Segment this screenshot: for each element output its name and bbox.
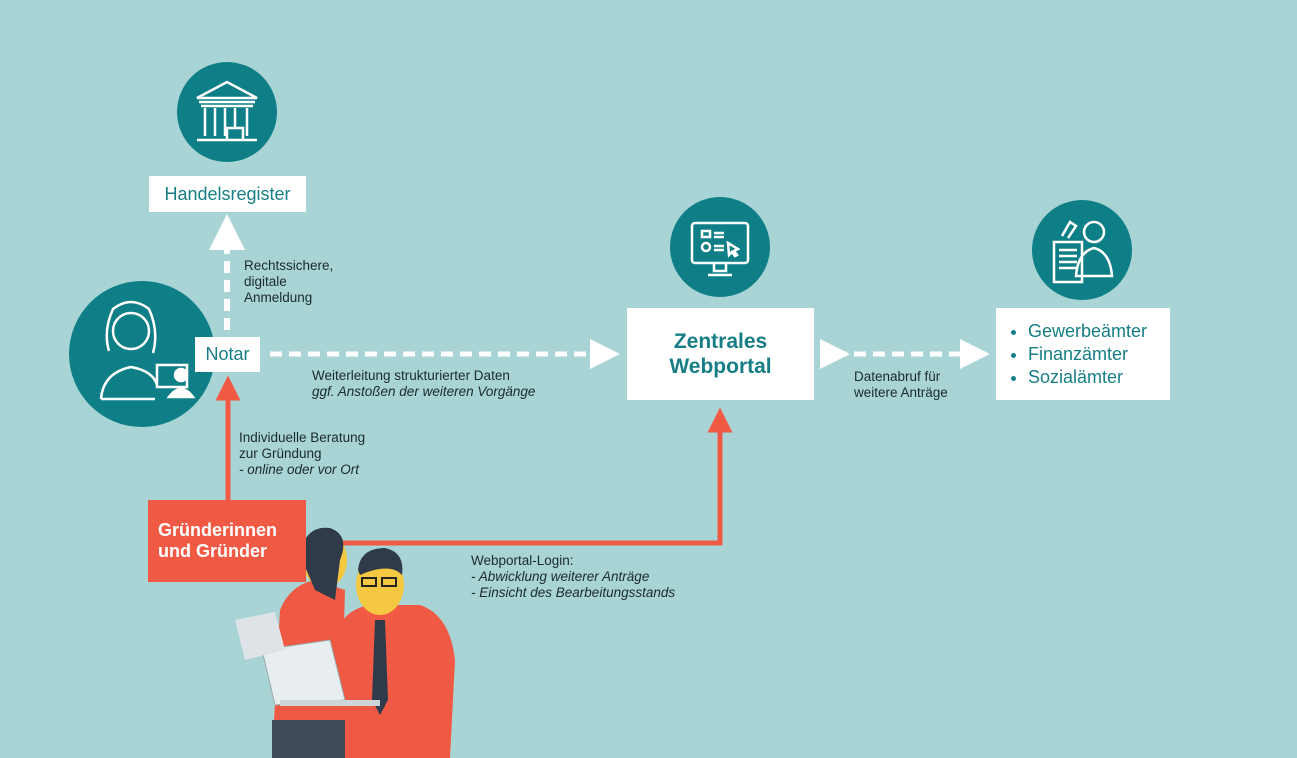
label-line: Rechtssichere, xyxy=(244,258,334,273)
weiterleitung-label: Weiterleitung strukturierter Daten ggf. … xyxy=(312,368,535,400)
label-line: Individuelle Beratung xyxy=(239,430,366,445)
label-line: Datenabruf für xyxy=(854,369,941,384)
label-line: ggf. Anstoßen der weiteren Vorgänge xyxy=(312,384,536,399)
label-line: - Einsicht des Bearbeitungsstands xyxy=(471,585,676,600)
notar-box: Notar xyxy=(195,337,260,372)
monitor-icon xyxy=(670,197,770,297)
webportal-box: Zentrales Webportal xyxy=(627,308,814,400)
notary-icon xyxy=(69,281,215,427)
label-line: - online oder vor Ort xyxy=(239,462,360,477)
official-stamp-icon xyxy=(1032,200,1132,300)
label-line: - Abwicklung weiterer Anträge xyxy=(471,569,650,584)
aemter-item: Finanzämter xyxy=(1028,343,1147,366)
label-line: zur Gründung xyxy=(239,446,322,461)
aemter-box: Gewerbeämter Finanzämter Sozialämter xyxy=(996,308,1170,400)
webportal-line: Webportal xyxy=(669,355,772,378)
gruender-line: und Gründer xyxy=(158,541,267,561)
arrow-gruender-to-webportal xyxy=(306,407,733,546)
datenabruf-label: Datenabruf für weitere Anträge xyxy=(854,369,948,401)
gruender-box: Gründerinnen und Gründer xyxy=(148,500,306,582)
courthouse-icon xyxy=(177,62,277,162)
beratung-label: Individuelle Beratung zur Gründung - onl… xyxy=(239,430,365,478)
gruender-line: Gründerinnen xyxy=(158,520,278,540)
handelsregister-box: Handelsregister xyxy=(149,176,306,212)
webportal-line: Zentrales xyxy=(673,330,768,353)
aemter-item: Gewerbeämter xyxy=(1028,320,1147,343)
aemter-item: Sozialämter xyxy=(1028,366,1147,389)
label-line: Weiterleitung strukturierter Daten xyxy=(312,368,510,383)
label-line: Anmeldung xyxy=(244,290,313,305)
login-label: Webportal-Login: - Abwicklung weiterer A… xyxy=(471,553,675,601)
rechtssicher-label: Rechtssichere, digitale Anmeldung xyxy=(244,258,333,306)
label-line: digitale xyxy=(244,274,287,289)
label-line: weitere Anträge xyxy=(854,385,948,400)
label-line: Webportal-Login: xyxy=(471,553,574,568)
